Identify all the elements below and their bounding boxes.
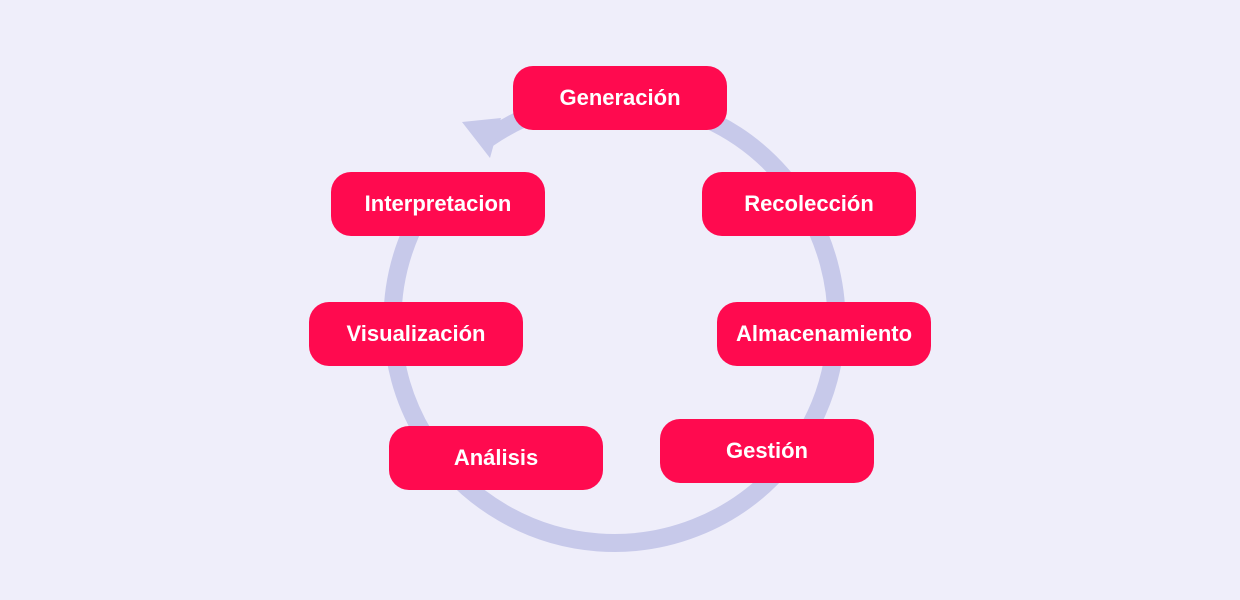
stage-label: Almacenamiento [735, 321, 913, 346]
stage-recoleccion: Recolección [702, 172, 916, 236]
stage-label: Análisis [453, 445, 539, 470]
stage-label: Generación [559, 85, 681, 110]
cycle-arrowhead-icon [462, 118, 501, 158]
stage-interpretacion: Interpretacion [331, 172, 545, 236]
stage-label: Visualización [346, 321, 486, 346]
stage-visualizacion: Visualización [309, 302, 523, 366]
stage-label: Gestión [726, 438, 808, 463]
stage-label: Recolección [744, 191, 874, 216]
stage-almacenamiento: Almacenamiento [717, 302, 931, 366]
stage-label: Interpretacion [364, 191, 512, 216]
stage-generacion: Generación [513, 66, 727, 130]
stage-gestion: Gestión [660, 419, 874, 483]
stage-analisis: Análisis [389, 426, 603, 490]
